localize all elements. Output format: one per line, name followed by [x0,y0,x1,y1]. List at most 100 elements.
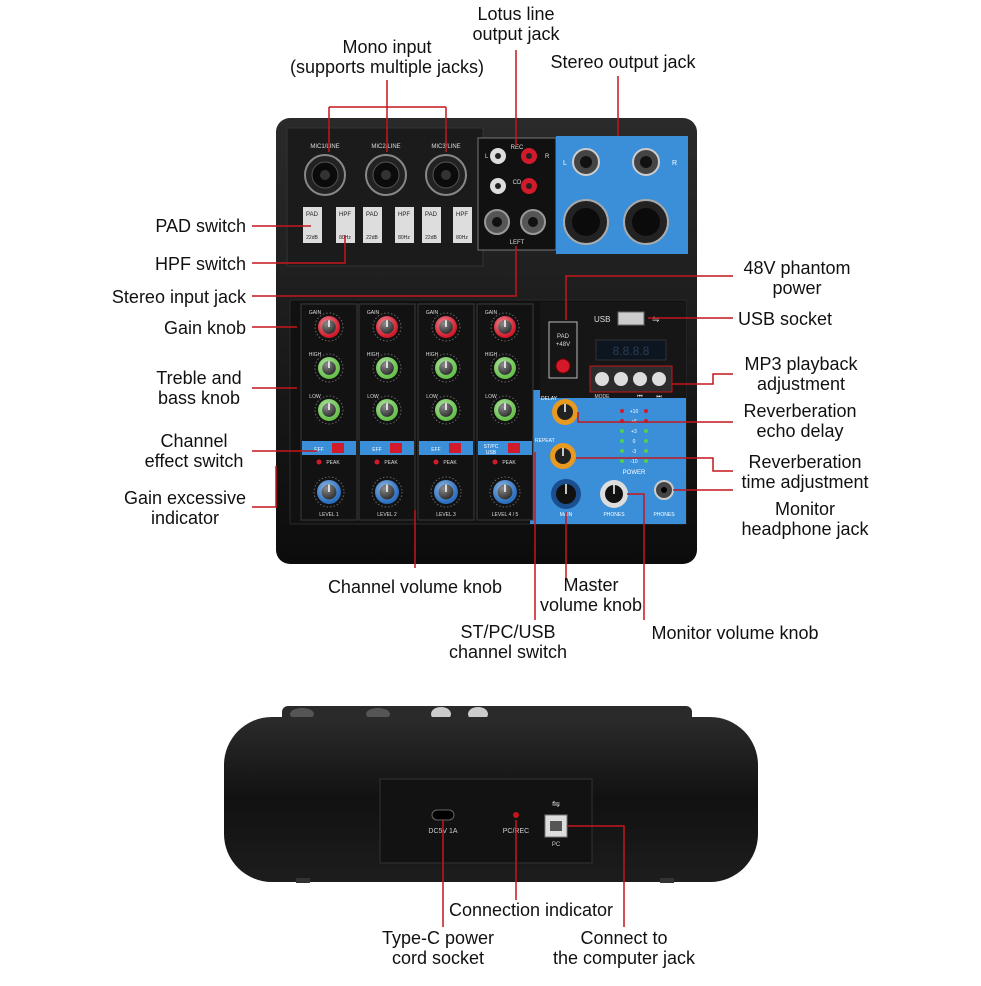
channel-volume-knob-1[interactable] [313,476,345,508]
stereo-input-jack-right[interactable] [520,209,546,235]
mp3-mode-button[interactable] [595,372,609,386]
bass-knob-1[interactable] [314,395,344,425]
treble-knob-2[interactable] [372,353,402,383]
svg-text:PAD: PAD [425,212,438,218]
monitor-headphone-jack[interactable] [654,480,674,500]
svg-text:22dB: 22dB [425,235,437,241]
meter-led-4 [620,449,624,453]
channel-volume-knob-3[interactable] [430,476,462,508]
phones-jack-label: PHONES [653,512,675,518]
meter-led-r-5 [644,459,648,463]
mp3-next-button[interactable] [652,372,666,386]
treble-knob-1[interactable] [314,353,344,383]
meter-label-5: -10 [630,459,637,465]
rec-rca-jack-left[interactable] [490,148,506,164]
usb-symbol-icon: ⇋ [652,314,660,324]
mic-label-1: MIC1/LINE [310,144,339,150]
rca-l-label: L [485,154,489,160]
effect-switch-2[interactable] [390,443,402,453]
left-input-label: LEFT [510,240,525,246]
xlr-combo-jack-1[interactable] [304,154,346,196]
level-label-2: LEVEL 2 [377,512,397,518]
xlr-output-l[interactable] [563,199,609,245]
meter-led-3 [620,439,624,443]
gain-knob-2[interactable] [372,312,402,342]
bass-knob-4[interactable] [490,395,520,425]
svg-text:HPF: HPF [456,212,468,218]
callout-gain-knob: Gain knob [163,318,246,338]
meter-led-r-2 [644,429,648,433]
type-c-socket[interactable] [431,809,455,821]
phantom-frame [548,321,578,379]
mic-label-2: MIC2/LINE [371,144,400,150]
peak-led-4 [492,459,498,465]
callout-mono-input: Mono input(supports multiple jacks) [289,37,485,77]
pc-label: PC [552,842,561,848]
svg-text:HPF: HPF [398,212,410,218]
phantom-48v-button[interactable] [555,358,571,374]
level-label-3: LEVEL 3 [436,512,456,518]
phantom-label-1: PAD [557,334,570,340]
mp3-prev-button[interactable] [633,372,647,386]
effect-switch-3[interactable] [449,443,461,453]
rec-rca-jack-right[interactable] [521,148,537,164]
out-r-label: R [672,160,677,167]
cd-label: CD [513,180,522,186]
low-label-4: LOW [485,394,497,400]
cd-rca-jack-left[interactable] [490,178,506,194]
xlr-combo-jack-3[interactable] [425,154,467,196]
effect-switch-1[interactable] [332,443,344,453]
usb-socket[interactable] [617,311,645,326]
reverb-delay-knob[interactable] [552,399,578,425]
delay-label: DELAY [541,396,558,402]
xlr-output-r[interactable] [623,199,669,245]
mode-label: MODE [595,394,611,400]
callout-stereo-output: Stereo output jack [550,52,696,72]
treble-knob-4[interactable] [490,353,520,383]
hpf-switch-2[interactable]: HPF 80Hz [395,207,414,243]
usb-b-inner [550,821,562,831]
bass-knob-2[interactable] [372,395,402,425]
treble-knob-3[interactable] [431,353,461,383]
mp3-display [595,339,667,361]
usb-b-symbol-icon: ⇋ [552,799,560,810]
gain-knob-1[interactable] [314,312,344,342]
stereo-output-jack-l[interactable] [572,148,600,176]
reverb-time-knob[interactable] [550,443,576,469]
peak-label-4: PEAK [502,460,516,466]
prev-label: ⏮ [637,394,643,400]
stereo-input-jack-left[interactable] [484,209,510,235]
leader-lines [252,50,733,927]
master-volume-knob[interactable] [551,479,581,509]
bass-knob-3[interactable] [431,395,461,425]
gain-label-1: GAIN [309,310,322,316]
monitor-volume-knob[interactable] [600,480,628,508]
gain-knob-3[interactable] [431,312,461,342]
channel-volume-knob-4[interactable] [489,476,521,508]
stereo-output-jack-r[interactable] [632,148,660,176]
gain-knob-4[interactable] [490,312,520,342]
svg-text:HPF: HPF [339,212,351,218]
connection-indicator-led [513,812,519,818]
mp3-play-button[interactable] [614,372,628,386]
callout-connection-indicator: Connection indicator [448,900,614,920]
svg-text:80Hz: 80Hz [398,235,410,241]
st-pc-usb-switch[interactable] [508,443,520,453]
meter-label-2: +3 [631,429,637,435]
xlr-combo-jack-2[interactable] [365,154,407,196]
meter-led-r-0 [644,409,648,413]
pad-switch-3[interactable]: PAD 22dB [422,207,441,243]
channel-volume-knob-2[interactable] [371,476,403,508]
high-label-4: HIGH [485,352,498,358]
cd-rca-jack-right[interactable] [521,178,537,194]
